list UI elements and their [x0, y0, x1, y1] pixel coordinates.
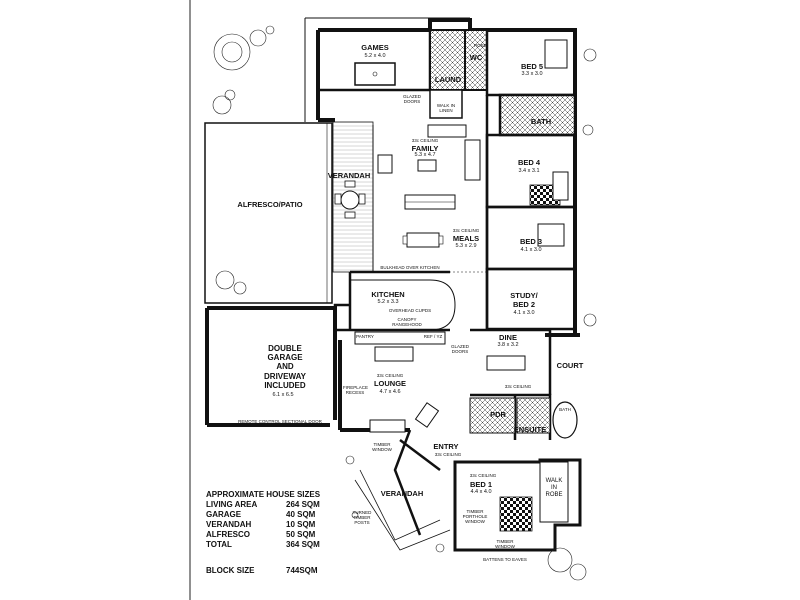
overhead-cupds-note: OVERHEAD CUPDS	[388, 308, 432, 313]
summary-row: LIVING AREA 264 SQM	[206, 500, 346, 510]
summary-row: ALFRESCO 50 SQM	[206, 530, 346, 540]
pantry-note: PANTRY	[356, 334, 374, 339]
walk-in-linen-note: WALK IN LINEN	[436, 103, 456, 113]
garage-dim: 6.1 x 6.5	[272, 392, 294, 398]
laund-label: LAUND	[434, 75, 462, 84]
remote-door-note: REMOTE CONTROL SECTIONAL DOOR	[238, 419, 322, 424]
bed1-rug	[499, 496, 533, 532]
summary-row: GARAGE 40 SQM	[206, 510, 346, 520]
summary-row-label: ALFRESCO	[206, 530, 250, 539]
bulkhead-note: BULKHEAD OVER KITCHEN	[380, 265, 440, 270]
summary-row: VERANDAH 10 SQM	[206, 520, 346, 530]
fireplace-note: FIREPLACE RECESS	[343, 385, 369, 395]
bed1-walls	[453, 458, 582, 552]
alfresco-label: ALFRESCO/PATIO	[237, 200, 303, 209]
walk-in-robe-line1: WALK	[545, 478, 563, 484]
meals-dim: 5.3 x 2.9	[455, 243, 477, 249]
block-size-label: BLOCK SIZE	[206, 566, 255, 575]
pdr-label: PDR	[490, 410, 506, 419]
bath-label: BATH	[530, 117, 552, 126]
wc-label: WC	[469, 53, 483, 62]
summary-row-label: GARAGE	[206, 510, 242, 519]
garden-decor	[212, 25, 597, 581]
study-label: STUDY/	[510, 291, 538, 300]
verandah-front-label: VERANDAH	[380, 489, 424, 498]
lounge-label: LOUNGE	[373, 379, 407, 388]
family-dim: 5.3 x 4.7	[414, 152, 436, 158]
summary-row-value: 264 SQM	[286, 500, 320, 509]
summary-row-label: TOTAL	[206, 540, 232, 549]
dine-label: DINE	[499, 333, 517, 342]
games-label: GAMES	[361, 43, 389, 52]
summary-row-label: LIVING AREA	[206, 500, 258, 509]
entry-ceiling: 33c CEILING	[434, 452, 462, 457]
bed3-dim: 4.1 x 3.0	[520, 247, 542, 253]
family-label: FAMILY	[411, 144, 439, 153]
house-sizes-summary: APPROXIMATE HOUSE SIZES LIVING AREA 264 S…	[206, 490, 346, 576]
canopy-note: CANOPY RANGEHOOD	[392, 317, 422, 327]
robe-note: ROBE	[474, 43, 487, 48]
garage-line3: AND	[276, 362, 294, 372]
bed1-dim: 4.4 x 4.0	[470, 489, 492, 495]
dine-dim: 3.8 x 3.2	[497, 342, 519, 348]
dine-table	[486, 355, 526, 371]
summary-title: APPROXIMATE HOUSE SIZES	[206, 490, 321, 499]
turned-posts-note: TURNED TIMBER POSTS	[352, 510, 372, 525]
bed4-dim: 3.4 x 3.1	[518, 168, 540, 174]
ensuite-label: ENSUITE	[513, 425, 547, 434]
verandah-top-label: VERANDAH	[327, 171, 371, 180]
bed1-label: BED 1	[469, 480, 493, 489]
battens-note: BATTENS TO EAVES	[483, 557, 527, 562]
ref-note: REF / YZ	[423, 334, 443, 339]
timber-porthole-note: TIMBER PORTHOLE WINDOW	[462, 509, 488, 524]
block-size-value: 744SQM	[286, 566, 318, 575]
summary-row: TOTAL 364 SQM	[206, 540, 346, 550]
dine-ceiling: 33c CEILING	[504, 384, 532, 389]
kitchen-label: KITCHEN	[371, 290, 405, 299]
summary-row-value: 10 SQM	[286, 520, 316, 529]
kitchen-dim: 5.2 x 3.3	[377, 299, 399, 305]
summary-row-value: 364 SQM	[286, 540, 320, 549]
family-ceiling: 33c CEILING	[411, 138, 439, 143]
timber-window-bed1-note: TIMBER WINDOW	[495, 539, 515, 549]
garage-label: DOUBLE GARAGE AND DRIVEWAY INCLUDED	[245, 344, 325, 390]
lounge-dim: 4.7 x 4.6	[379, 389, 401, 395]
lounge-ceiling: 33c CEILING	[376, 373, 404, 378]
study-label-line2: BED 2	[512, 300, 536, 309]
timber-window-entry-note: TIMBER WINDOW	[372, 442, 392, 452]
study-dim: 4.1 x 3.0	[513, 310, 535, 316]
entry-label: ENTRY	[433, 442, 459, 451]
summary-block-row: BLOCK SIZE 744SQM	[206, 566, 346, 576]
garage-line1: DOUBLE	[268, 344, 302, 353]
bath-small-note: BATH	[559, 407, 571, 412]
bed4-label: BED 4	[517, 158, 541, 167]
bed3-label: BED 3	[519, 237, 543, 246]
meals-label: MEALS	[452, 234, 480, 243]
glazed-doors-top-note: GLAZED DOORS	[402, 94, 421, 104]
walk-in-robe-line3: ROBE	[545, 492, 563, 498]
bed5-label: BED 5	[520, 62, 544, 71]
summary-row-label: VERANDAH	[206, 520, 252, 529]
walk-in-robe-line2: IN	[551, 485, 557, 491]
meals-ceiling: 33c CEILING	[452, 228, 480, 233]
bed5-dim: 3.3 x 3.0	[521, 71, 543, 77]
garage-line2: GARAGE	[267, 353, 303, 363]
games-dim: 5.2 x 4.0	[364, 53, 386, 59]
summary-row-value: 50 SQM	[286, 530, 316, 539]
walk-in-robe-label: WALK IN ROBE	[542, 478, 566, 499]
pool-table	[354, 62, 396, 86]
alfresco-area	[204, 122, 333, 304]
summary-row-value: 40 SQM	[286, 510, 316, 519]
court-label: COURT	[556, 361, 584, 370]
meals-table	[406, 232, 440, 248]
garage-line5: INCLUDED	[264, 380, 306, 390]
glazed-doors-mid-note: GLAZED DOORS	[450, 344, 469, 354]
bed1-ceiling: 33c CEILING	[469, 473, 497, 478]
garage-line4: DRIVEWAY	[264, 371, 306, 381]
